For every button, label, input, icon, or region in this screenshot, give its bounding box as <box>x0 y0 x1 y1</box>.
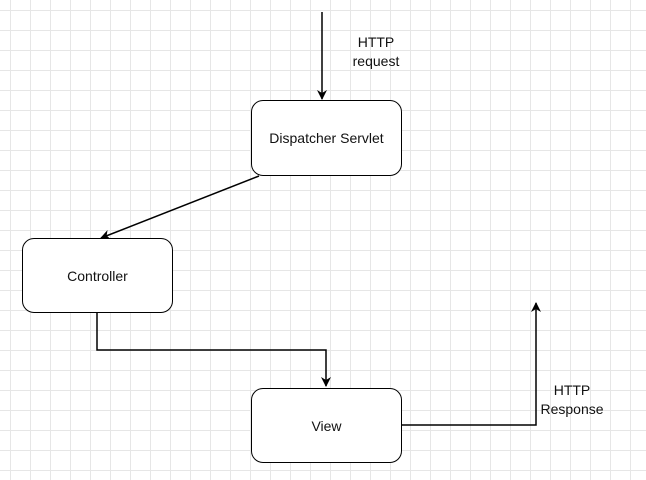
controller-node[interactable]: Controller <box>22 238 173 313</box>
view-label: View <box>311 417 342 434</box>
http-response-line1: HTTP <box>553 382 591 398</box>
edge-http-response <box>402 302 541 426</box>
http-request-line1: HTTP <box>357 34 395 50</box>
dispatcher-servlet-label: Dispatcher Servlet <box>269 130 384 146</box>
http-request-line2: request <box>352 53 400 69</box>
dispatcher-servlet-node[interactable]: Dispatcher Servlet <box>251 100 402 176</box>
http-request-label: HTTP request <box>340 33 412 71</box>
http-response-line2: Response <box>540 401 604 417</box>
http-response-label: HTTP Response <box>532 381 612 419</box>
view-node[interactable]: View <box>251 388 402 463</box>
edge-dispatcher-to-controller <box>100 175 260 240</box>
controller-label: Controller <box>67 267 128 284</box>
edge-controller-to-view <box>96 313 331 387</box>
